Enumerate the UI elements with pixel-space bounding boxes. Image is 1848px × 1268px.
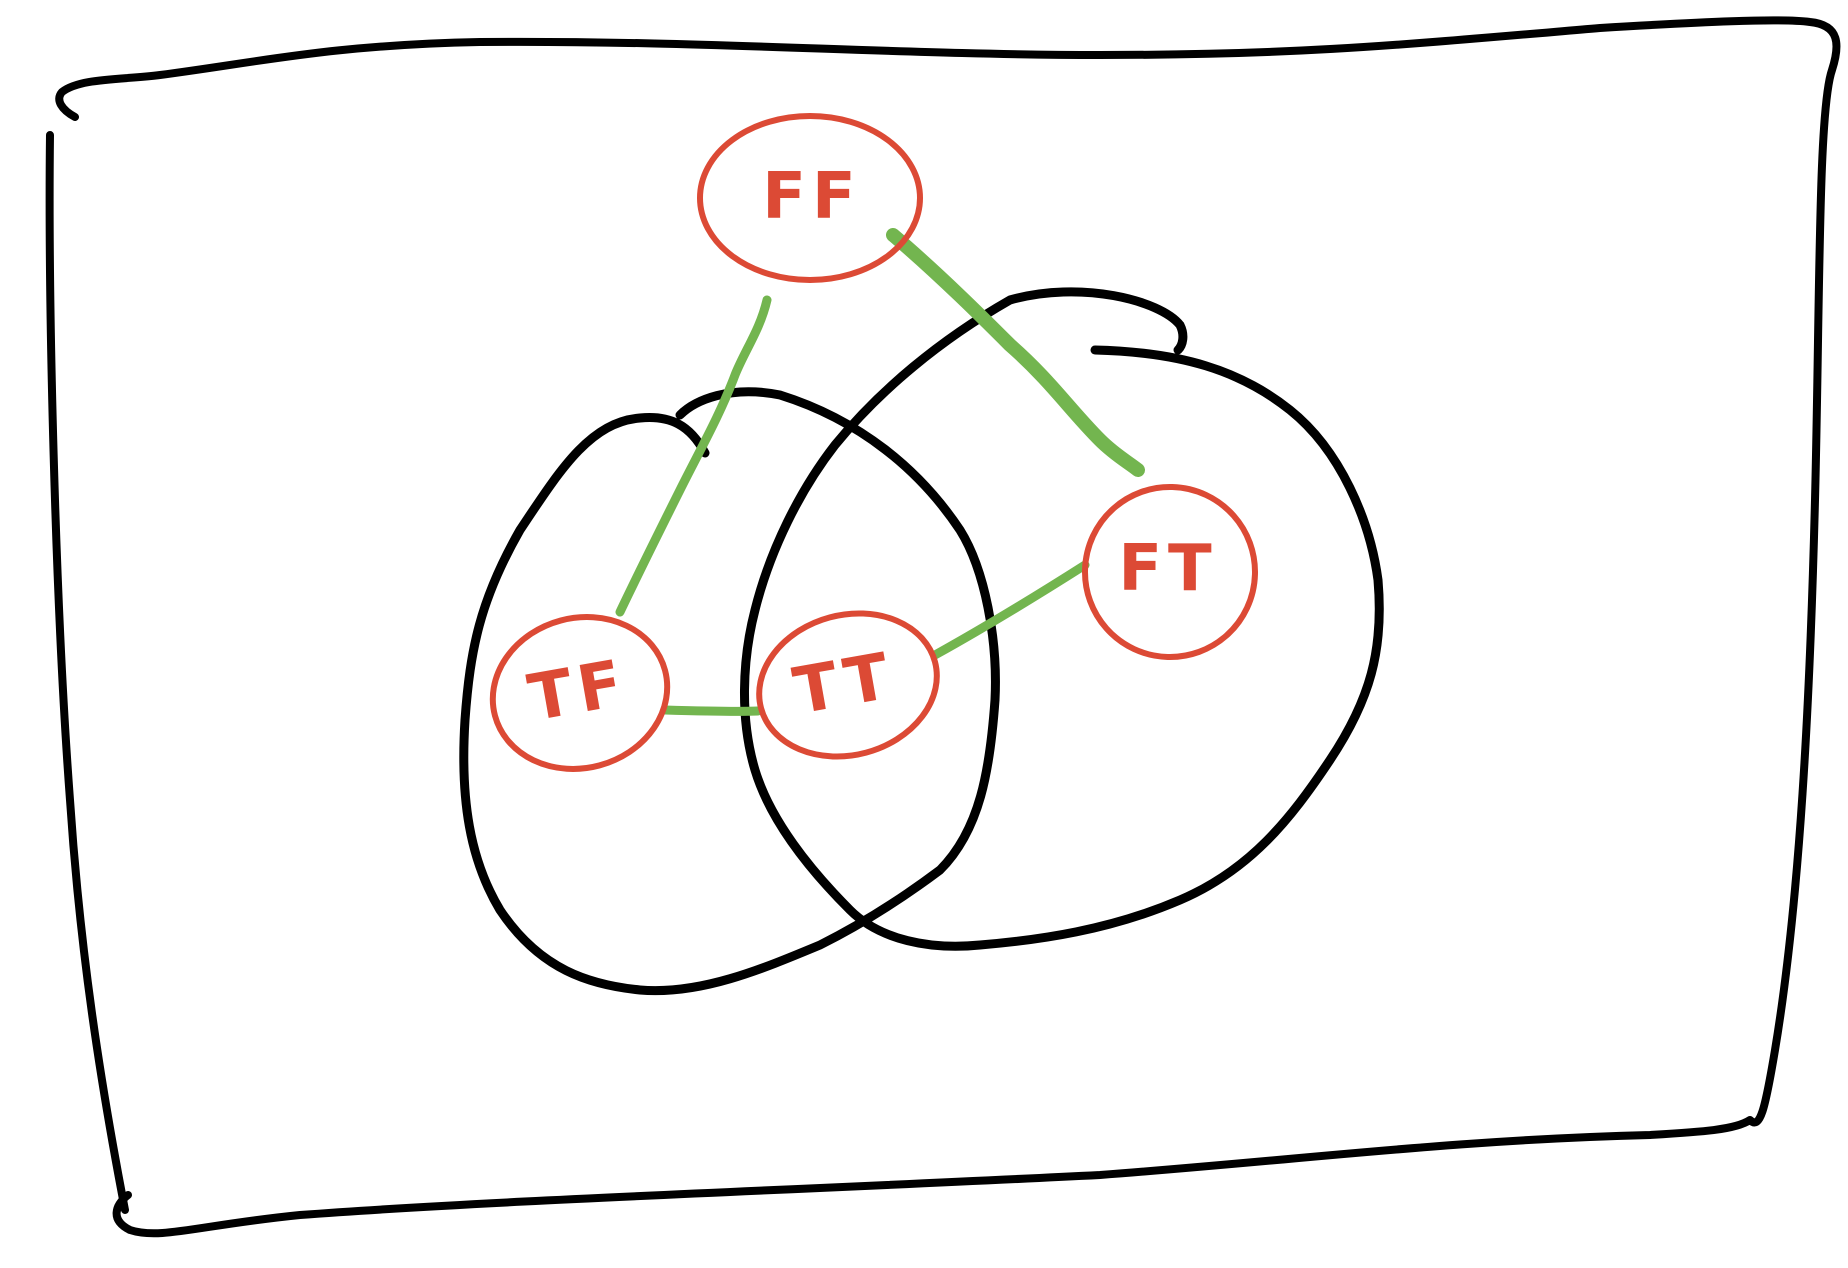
node-ff-label: FF — [762, 160, 861, 234]
node-ft-circle — [1082, 484, 1258, 660]
edge-tt-ft — [930, 560, 1090, 660]
universe-rectangle — [55, 16, 1841, 1238]
universe-rectangle-left-side — [45, 131, 129, 1214]
node-tt-label: TT — [788, 639, 900, 729]
edge-ff-ft — [886, 228, 1145, 477]
node-tf-label: TF — [523, 646, 634, 736]
edge-ff-tf — [615, 295, 772, 617]
node-tf-circle — [489, 614, 671, 772]
edge-tf-tt — [660, 705, 763, 716]
set-b-circle — [740, 287, 1384, 951]
node-tt-circle — [756, 610, 940, 760]
set-a-circle — [459, 387, 1000, 996]
node-ff-circle — [697, 113, 923, 283]
node-ft-label: FT — [1118, 532, 1217, 606]
